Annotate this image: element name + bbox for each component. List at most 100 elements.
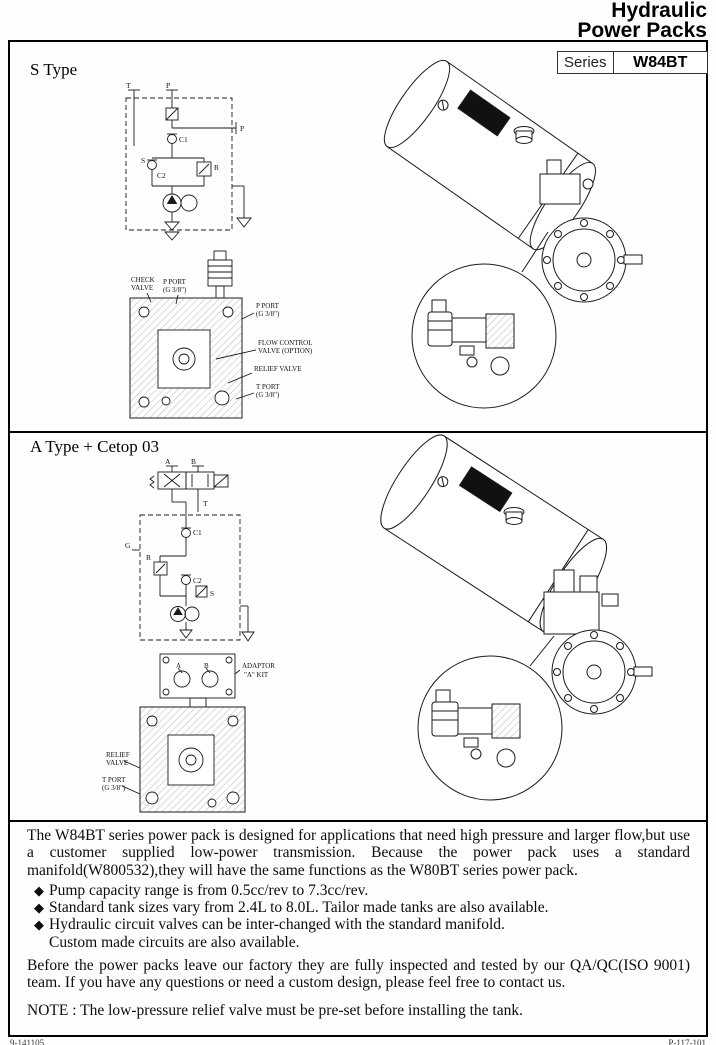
s-manifold-p-port-side-label-2: (G 3/8") bbox=[256, 310, 280, 318]
valve-block-drawing bbox=[543, 569, 619, 635]
section-divider-1 bbox=[8, 431, 708, 433]
s-manifold-check-valve-label-2: VALVE bbox=[131, 284, 153, 292]
a-circuit-c1-label: C1 bbox=[193, 528, 202, 537]
pump-flange-drawing bbox=[541, 217, 643, 303]
pump-flange-drawing bbox=[551, 629, 653, 715]
a-manifold-relief-valve-label-1: RELIEF bbox=[106, 751, 130, 759]
pump-motor-symbol bbox=[162, 193, 198, 213]
a-manifold-a-label: A bbox=[176, 662, 181, 670]
a-type-isometric-drawing: LABEL bbox=[380, 434, 653, 801]
tank-label-sticker bbox=[457, 89, 511, 137]
section-divider-2 bbox=[8, 820, 708, 822]
s-manifold-t-port-label-1: T PORT bbox=[256, 383, 280, 391]
pump-motor-symbol bbox=[170, 606, 200, 622]
feature-list: ◆ Pump capacity range is from 0.5cc/rev … bbox=[34, 882, 690, 951]
detail-circle bbox=[417, 655, 563, 801]
flow-control-valve-symbol bbox=[165, 107, 179, 121]
series-value: W84BT bbox=[633, 53, 688, 71]
return-filter-symbol bbox=[240, 605, 255, 642]
intro-paragraph: The W84BT series power pack is designed … bbox=[27, 827, 690, 879]
a-type-heading: A Type + Cetop 03 bbox=[30, 437, 159, 456]
vent-plug-icon bbox=[437, 99, 449, 111]
a-manifold-t-port-label-1: T PORT bbox=[102, 776, 126, 784]
description-text: The W84BT series power pack is designed … bbox=[27, 827, 690, 1019]
a-manifold-relief-valve-label-2: VALVE bbox=[106, 759, 128, 767]
page-title-line-1: Hydraulic bbox=[611, 0, 707, 22]
s-type-circuit-diagram: T P P C1 S C2 R bbox=[125, 81, 252, 241]
s-circuit-t-label: T bbox=[126, 81, 131, 90]
content-border bbox=[8, 40, 708, 1037]
suction-strainer-symbol bbox=[164, 221, 180, 241]
tank-label-sticker bbox=[458, 466, 513, 513]
a-circuit-s-label: S bbox=[210, 589, 214, 598]
s-type-heading: S Type bbox=[30, 60, 78, 79]
a-circuit-c2-label: C2 bbox=[193, 576, 202, 585]
quality-paragraph: Before the power packs leave our factory… bbox=[27, 957, 690, 992]
s-manifold-p-port-top-label-2: (G 3/8") bbox=[163, 286, 187, 294]
diamond-bullet-icon: ◆ bbox=[34, 917, 44, 933]
s-manifold-t-port-label-2: (G 3/8") bbox=[256, 391, 280, 399]
feature-text: Hydraulic circuit valves can be inter-ch… bbox=[49, 916, 505, 934]
a-manifold-t-port-label-2: (G 3/8") bbox=[102, 784, 126, 792]
s-manifold-flow-control-label-1: FLOW CONTROL bbox=[258, 339, 313, 347]
check-valve-c2-symbol bbox=[181, 574, 191, 585]
return-filter-symbol bbox=[232, 185, 252, 228]
feature-item: ◆ Hydraulic circuit valves can be inter-… bbox=[34, 916, 690, 933]
s-manifold-relief-valve-label: RELIEF VALVE bbox=[254, 365, 302, 373]
s-circuit-c2-label: C2 bbox=[157, 171, 166, 180]
solenoid-valve-drawing bbox=[207, 250, 233, 299]
bullet-spacer bbox=[34, 934, 49, 951]
a-manifold-b-label: B bbox=[204, 662, 209, 670]
a-manifold-adaptor-label-1: ADAPTOR bbox=[242, 662, 275, 670]
a-circuit-b-label: B bbox=[191, 457, 196, 466]
check-valve-c2-symbol bbox=[147, 157, 172, 186]
s-circuit-p-top-label: P bbox=[166, 81, 170, 90]
a-manifold-adaptor-label-2: "A" KIT bbox=[244, 671, 269, 679]
diamond-bullet-icon: ◆ bbox=[34, 882, 44, 898]
vent-plug-icon bbox=[437, 476, 449, 488]
footer-doc-number-right: P-117-101 bbox=[668, 1038, 706, 1045]
manifold-boundary bbox=[125, 97, 233, 231]
a-type-circuit-diagram: A B T G C1 R C2 S bbox=[125, 457, 255, 642]
valve-block-drawing bbox=[539, 159, 594, 205]
s-circuit-r-label: R bbox=[214, 163, 219, 172]
s-type-manifold-drawing: CHECK VALVE P PORT (G 3/8") P PORT (G 3/… bbox=[129, 250, 313, 419]
page-title-line-2: Power Packs bbox=[577, 19, 707, 42]
manifold-boundary bbox=[139, 514, 241, 641]
filler-cap-drawing bbox=[503, 507, 525, 525]
feature-item: ◆ Standard tank sizes vary from 2.4L to … bbox=[34, 899, 690, 916]
series-label: Series bbox=[558, 52, 614, 73]
a-circuit-g-label: G bbox=[125, 541, 131, 550]
s-circuit-p-side-label: P bbox=[240, 124, 244, 133]
detail-circle bbox=[411, 263, 557, 409]
s-manifold-p-port-top-label-1: P PORT bbox=[163, 278, 187, 286]
adaptor-plate-drawing bbox=[159, 653, 236, 699]
s-manifold-flow-control-label-2: VALVE (OPTION) bbox=[258, 347, 313, 355]
filler-cap-drawing bbox=[513, 126, 535, 144]
feature-text: Standard tank sizes vary from 2.4L to 8.… bbox=[49, 899, 549, 917]
page-title: Hydraulic Power Packs bbox=[577, 0, 707, 42]
a-type-manifold-drawing: A B ADAPTOR "A" KIT RELIEF VALVE T PORT … bbox=[102, 653, 275, 813]
feature-item: ◆ Pump capacity range is from 0.5cc/rev … bbox=[34, 882, 690, 899]
feature-text: Custom made circuits are also available. bbox=[49, 933, 300, 951]
diamond-bullet-icon: ◆ bbox=[34, 900, 44, 916]
series-box: Series W84BT bbox=[557, 51, 708, 74]
s-circuit-s-label: S bbox=[141, 156, 145, 165]
suction-strainer-symbol bbox=[179, 629, 193, 639]
footer-doc-number-left: 9-141105 bbox=[10, 1038, 45, 1045]
s-type-isometric-drawing: LABEL bbox=[383, 59, 643, 409]
relief-valve-symbol bbox=[196, 158, 212, 186]
a-circuit-r-label: R bbox=[146, 553, 151, 562]
s-manifold-check-valve-label-1: CHECK bbox=[131, 276, 155, 284]
cetop-valve-symbol bbox=[149, 471, 229, 490]
note-line: NOTE : The low-pressure relief valve mus… bbox=[27, 1001, 523, 1019]
check-valve-c1-symbol bbox=[181, 527, 191, 538]
a-circuit-t-label: T bbox=[203, 499, 208, 508]
manifold-block bbox=[129, 297, 243, 419]
feature-item-continuation: Custom made circuits are also available. bbox=[34, 934, 690, 951]
relief-valve-symbol bbox=[153, 555, 186, 597]
manifold-block bbox=[139, 706, 246, 813]
s-circuit-c1-label: C1 bbox=[179, 135, 188, 144]
a-circuit-a-label: A bbox=[165, 457, 171, 466]
